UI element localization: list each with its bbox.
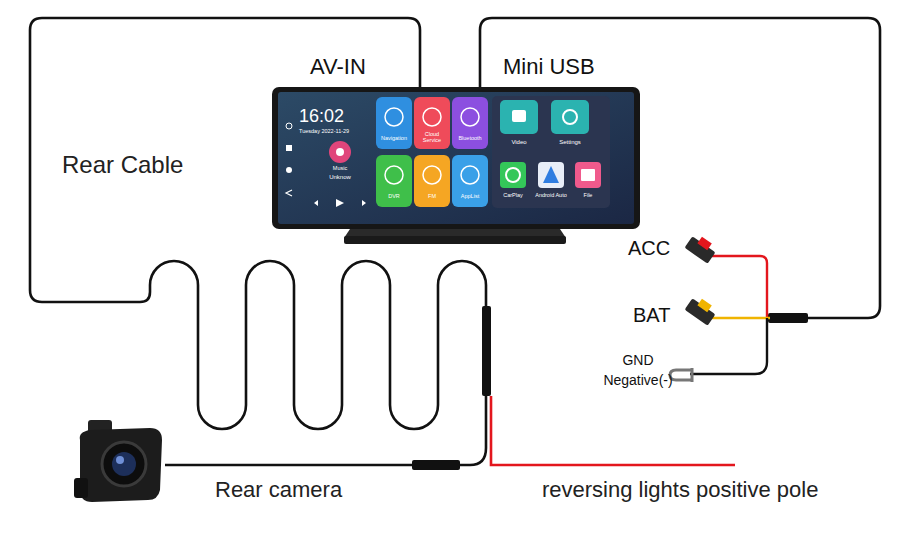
camera-connector bbox=[412, 460, 460, 470]
label-text: AV-IN bbox=[310, 56, 366, 78]
sidebar-icon bbox=[286, 145, 292, 151]
app-tile bbox=[500, 162, 526, 188]
label-text: DVR bbox=[374, 194, 414, 200]
power-sleeve bbox=[768, 313, 808, 323]
lens-glint bbox=[116, 456, 124, 464]
label-text: File bbox=[568, 193, 608, 199]
label-text: Mini USB bbox=[503, 56, 595, 78]
app-icon bbox=[543, 166, 559, 183]
label-text: Unknow bbox=[320, 174, 360, 180]
sidebar-icon bbox=[286, 123, 292, 129]
label-text: AppList bbox=[450, 194, 490, 200]
fuse-blade bbox=[697, 299, 711, 312]
label-text: Android Auto bbox=[529, 193, 573, 199]
app-icon bbox=[563, 110, 577, 124]
fuse-blade bbox=[697, 237, 711, 250]
display-bezel bbox=[272, 87, 640, 229]
app-icon bbox=[385, 166, 403, 184]
app-tile bbox=[538, 162, 564, 188]
app-tile bbox=[575, 162, 601, 188]
app-icon bbox=[461, 166, 479, 184]
camera-body bbox=[80, 428, 162, 502]
app-tile bbox=[414, 97, 450, 149]
label-text: FM bbox=[412, 194, 452, 200]
label-text: ACC bbox=[628, 238, 670, 258]
sidebar-icon bbox=[286, 190, 292, 196]
label-text: CarPlay bbox=[493, 193, 533, 199]
label-text: 16:02 bbox=[299, 107, 344, 125]
display-unit bbox=[272, 87, 640, 244]
label-text: GND Negative(-) bbox=[592, 350, 684, 391]
reverse-power-wire bbox=[491, 396, 735, 465]
label-text: Navigation bbox=[374, 136, 414, 142]
rear-camera bbox=[74, 420, 162, 502]
camera-lens-ring bbox=[102, 442, 146, 486]
label-text: Rear Cable bbox=[62, 153, 183, 177]
bat-fuse-tap bbox=[685, 294, 719, 326]
music-icon bbox=[329, 141, 351, 163]
playback-controls bbox=[314, 199, 366, 207]
app-tile bbox=[452, 97, 488, 149]
display-screen bbox=[278, 92, 634, 224]
label-text: reversing lights positive pole bbox=[542, 479, 818, 501]
label-text: Settings bbox=[550, 139, 590, 145]
cable-sleeve bbox=[482, 306, 491, 396]
label-text: Tuesday 2022-11-29 bbox=[299, 129, 349, 135]
app-tile bbox=[376, 155, 412, 207]
gnd-wire bbox=[690, 318, 767, 374]
app-tile bbox=[500, 100, 538, 134]
app-icon bbox=[461, 108, 479, 126]
acc-wire bbox=[712, 256, 767, 318]
camera-wire bbox=[165, 395, 486, 465]
acc-fuse-tap bbox=[685, 232, 719, 264]
app-tile bbox=[452, 155, 488, 207]
power-cable-wire bbox=[480, 18, 880, 318]
label-text: Music bbox=[320, 166, 360, 172]
label-text: BAT bbox=[633, 305, 670, 325]
app-tile bbox=[376, 97, 412, 149]
sidebar-icon bbox=[286, 167, 292, 173]
app-icon bbox=[512, 110, 526, 122]
app-panel bbox=[492, 96, 610, 208]
app-tile bbox=[551, 100, 589, 134]
label-text: Bluetooth bbox=[450, 136, 490, 142]
stand-base bbox=[344, 236, 566, 244]
music-icon-center bbox=[336, 148, 344, 156]
ground-fork-terminal bbox=[670, 368, 692, 382]
label-text: Rear camera bbox=[215, 479, 342, 501]
app-icon bbox=[423, 166, 441, 184]
app-icon bbox=[581, 169, 595, 181]
camera-lens bbox=[112, 452, 136, 476]
app-icon bbox=[506, 168, 520, 182]
app-tile bbox=[414, 155, 450, 207]
fuse-body bbox=[685, 236, 716, 264]
label-text: Cloud Service bbox=[419, 132, 445, 143]
fuse-body bbox=[685, 298, 716, 326]
camera-mount bbox=[74, 478, 88, 498]
app-icon bbox=[385, 108, 403, 126]
bat-wire bbox=[712, 317, 770, 319]
app-icon bbox=[423, 108, 441, 126]
label-text: Video bbox=[499, 139, 539, 145]
